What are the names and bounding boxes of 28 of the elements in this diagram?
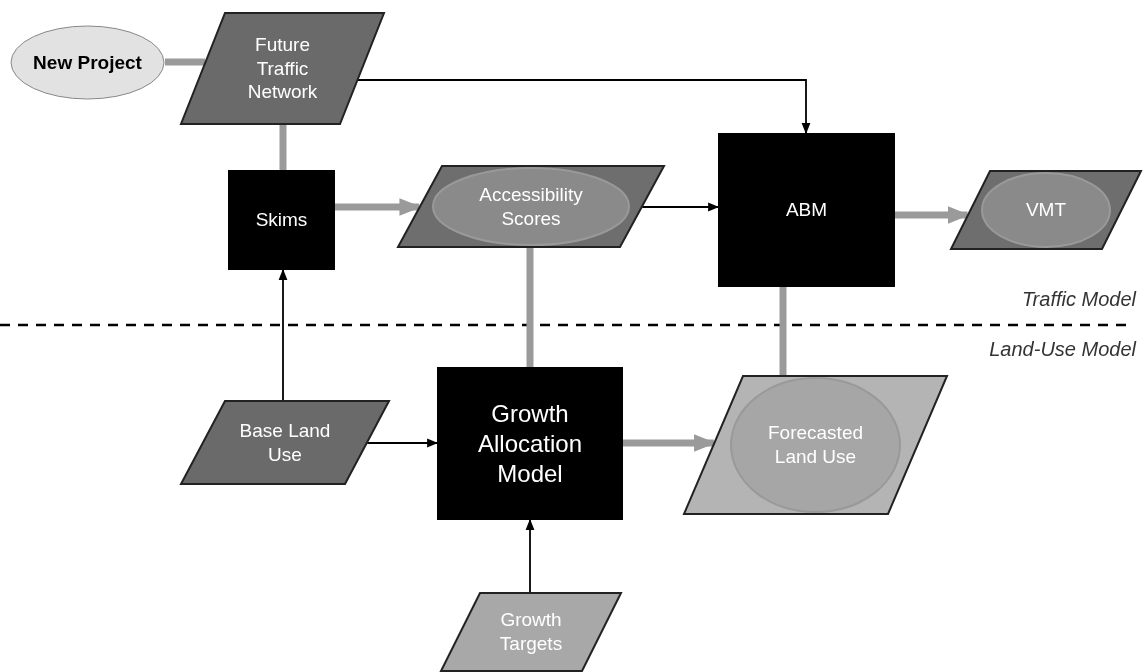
- section-label: Land-Use Model: [989, 338, 1136, 361]
- arrow: [335, 198, 422, 216]
- arrow: [278, 268, 288, 401]
- data-parallelogram: [180, 400, 390, 485]
- data-parallelogram: [950, 170, 1142, 250]
- arrow: [641, 202, 720, 212]
- node-label: Skims: [254, 208, 309, 232]
- node-label: Forecasted Land Use: [766, 421, 864, 469]
- process-box: [718, 133, 895, 287]
- node-label: Growth Targets: [498, 608, 564, 656]
- data-parallelogram: [440, 592, 622, 672]
- node-label: Future Traffic Network: [246, 32, 319, 105]
- data-parallelogram: [683, 375, 948, 515]
- data-parallelogram: [180, 12, 385, 125]
- arrow: [525, 518, 535, 593]
- node-label: VMT: [1024, 198, 1068, 222]
- node-label: Base Land Use: [238, 418, 332, 467]
- arrow: [357, 79, 811, 135]
- section-label: Traffic Model: [1021, 288, 1136, 311]
- start-ellipse: [10, 25, 165, 100]
- data-parallelogram: [397, 165, 665, 248]
- process-box: [437, 367, 623, 520]
- node-label: ABM: [784, 198, 829, 222]
- arrow: [895, 206, 970, 224]
- node-label: New Project: [32, 50, 143, 75]
- node-label: Growth Allocation Model: [476, 398, 584, 489]
- node-label: Accessibility Scores: [478, 182, 584, 231]
- process-box: [228, 170, 335, 270]
